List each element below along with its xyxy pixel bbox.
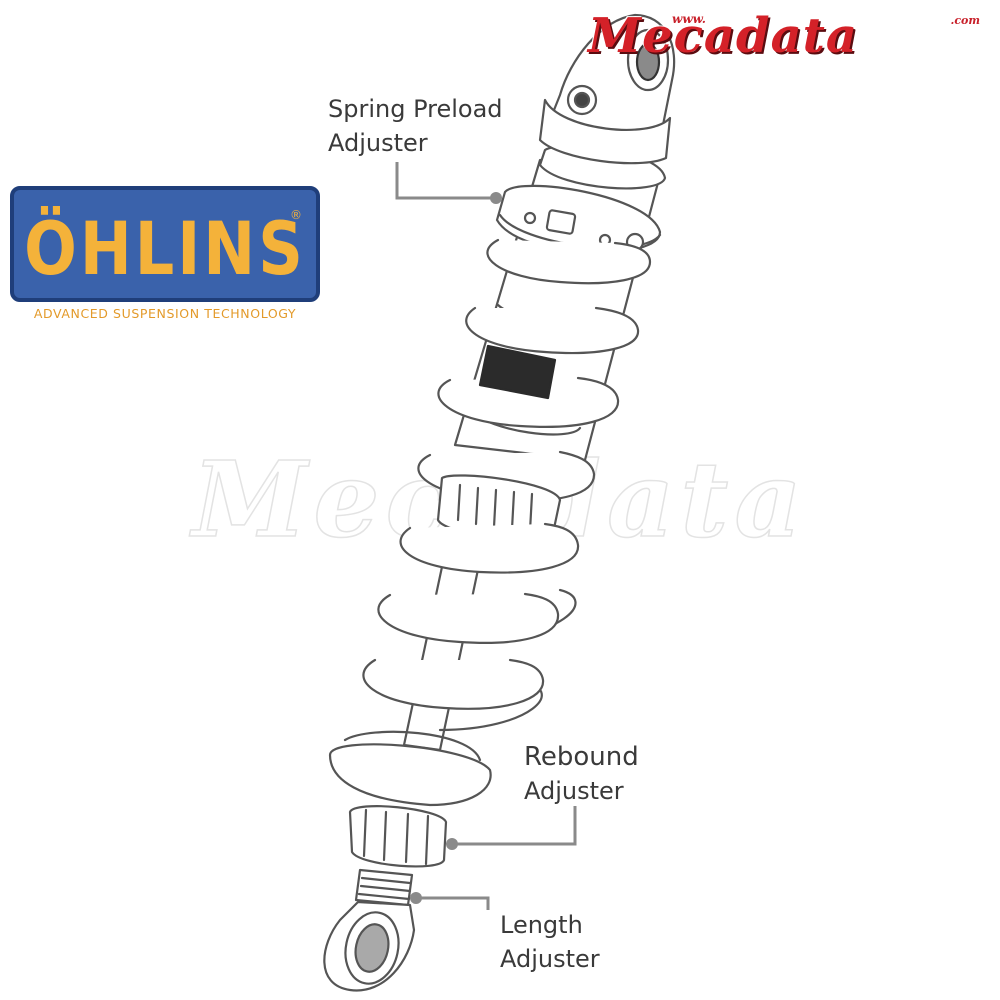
spring-coil: [437, 376, 620, 428]
label-line-1: Rebound: [524, 742, 639, 772]
rebound-nut: [348, 805, 448, 868]
spring-coil: [486, 238, 652, 285]
leader-dot-length: [410, 892, 422, 904]
registered-mark: ®: [290, 208, 302, 222]
spring-seat: [328, 743, 492, 807]
mecadata-www: www.: [672, 12, 706, 26]
spring-coil: [465, 306, 640, 355]
mecadata-wordmark: Mecadata: [588, 8, 858, 64]
ohlins-wordmark: ÖHLINS: [24, 205, 306, 292]
spring-coil: [377, 592, 560, 644]
length-adjuster-label: Length Adjuster: [500, 908, 600, 976]
leader-dot-rebound: [446, 838, 458, 850]
mecadata-com: .com: [950, 14, 980, 27]
ohlins-tagline: ADVANCED SUSPENSION TECHNOLOGY: [33, 306, 297, 321]
leader-spring-preload: [395, 162, 496, 200]
leader-length: [418, 896, 490, 910]
mecadata-logo: Mecadata www. .com: [588, 6, 988, 68]
leader-dot-spring-preload: [490, 192, 502, 204]
label-line-2: Adjuster: [328, 129, 428, 157]
spring-preload-adjuster-label: Spring Preload Adjuster: [328, 92, 503, 160]
spring-coil: [399, 522, 580, 574]
rebound-adjuster-label: Rebound Adjuster: [524, 740, 639, 808]
label-line-2: Adjuster: [524, 777, 624, 805]
label-line-1: Spring Preload: [328, 95, 503, 123]
spring-coil: [362, 658, 545, 710]
body-sticker: [478, 344, 557, 400]
leader-rebound: [455, 806, 577, 846]
label-line-2: Adjuster: [500, 945, 600, 973]
ohlins-logo: ÖHLINS ®: [10, 186, 320, 302]
label-line-1: Length: [500, 911, 583, 939]
